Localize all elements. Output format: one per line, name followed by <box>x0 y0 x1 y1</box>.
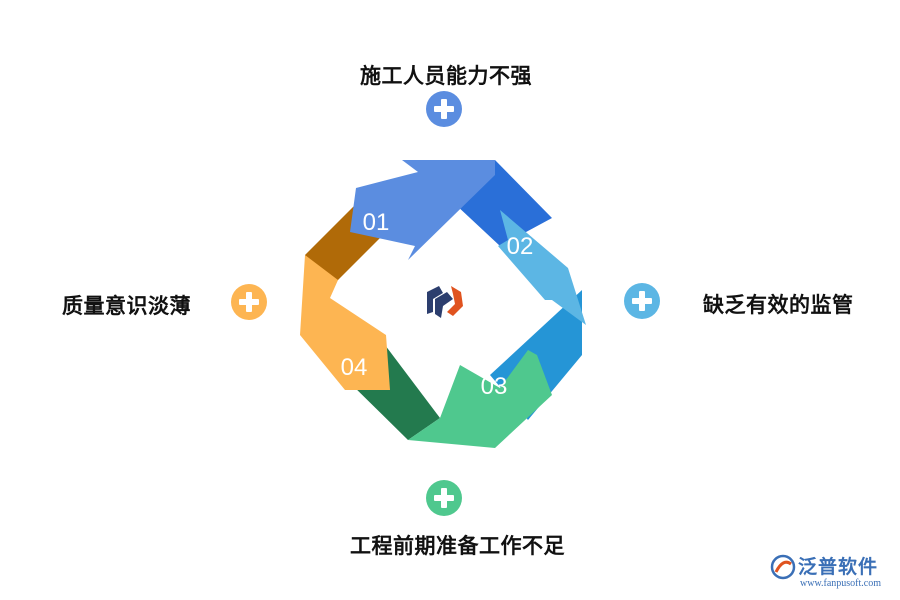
number-04: 04 <box>341 354 368 381</box>
plus-icon-left[interactable] <box>231 284 267 320</box>
cycle-diagram: 01 02 03 04 <box>300 160 586 448</box>
watermark: 泛普软件 www.fanpusoft.com <box>770 552 896 596</box>
number-03: 03 <box>481 373 508 400</box>
arrow-01 <box>350 160 495 260</box>
arrow-04 <box>300 255 390 390</box>
watermark-logo-icon <box>770 554 796 580</box>
arrow-02 <box>498 210 586 325</box>
arrow-03 <box>408 350 552 448</box>
plus-icon-right[interactable] <box>624 283 660 319</box>
watermark-name: 泛普软件 <box>798 556 879 578</box>
watermark-url: www.fanpusoft.com <box>800 578 882 589</box>
label-bottom: 工程前期准备工作不足 <box>350 534 565 558</box>
plus-icon-top[interactable] <box>426 91 462 127</box>
hexagon-logo-icon <box>427 286 463 318</box>
label-left: 质量意识淡薄 <box>62 294 191 318</box>
label-right: 缺乏有效的监管 <box>703 293 854 317</box>
plus-icon-bottom[interactable] <box>426 480 462 516</box>
number-01: 01 <box>363 209 390 236</box>
label-top: 施工人员能力不强 <box>360 64 532 88</box>
number-02: 02 <box>507 233 534 260</box>
